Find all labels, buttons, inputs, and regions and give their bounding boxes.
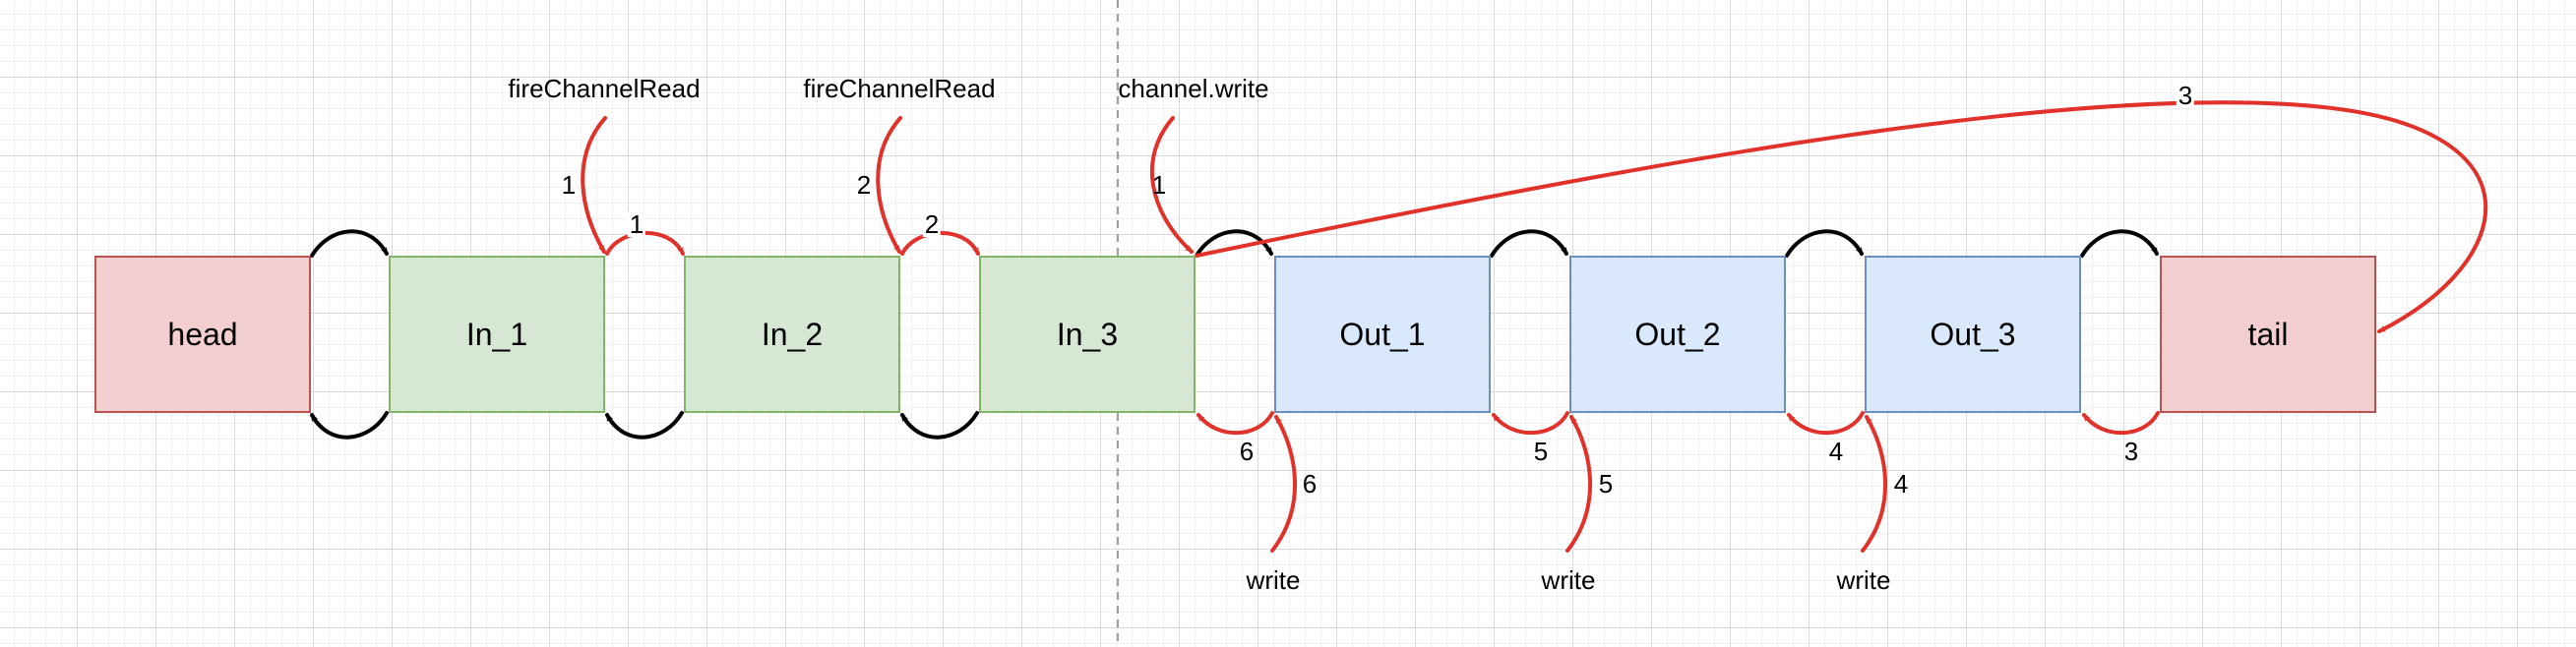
step-label: 1: [627, 209, 646, 239]
step-label: 1: [1151, 170, 1167, 200]
next-link-out2-out3: [1785, 229, 1864, 258]
tail-node: tail: [2160, 256, 2376, 413]
step-label: 3: [2176, 81, 2195, 110]
write-1-arrow: [1270, 415, 1298, 553]
next-link-out1-out2: [1490, 229, 1568, 258]
channel-write-to-tail-arrow: [1195, 100, 2488, 333]
out2-node: Out_2: [1569, 256, 1786, 413]
write-2-label: write: [1541, 565, 1596, 595]
step-label: 3: [2123, 437, 2139, 466]
prev-link-in2-in1: [605, 411, 684, 440]
step-label: 2: [922, 209, 942, 239]
next-link-head-in1: [310, 229, 389, 258]
write-3-label: write: [1836, 565, 1891, 595]
next-link-in3-out1: [1195, 229, 1273, 258]
prev-link-in1-head: [310, 411, 389, 440]
in2-node: In_2: [684, 256, 900, 413]
fire-read-1-label: fireChannelRead: [508, 74, 701, 103]
step-label: 4: [1893, 469, 1909, 499]
step-label: 5: [1533, 437, 1549, 466]
write-1-label: write: [1246, 565, 1301, 595]
write-2-arrow: [1565, 415, 1593, 553]
step-label: 1: [561, 170, 577, 200]
in1-node: In_1: [389, 256, 605, 413]
fire-read-2-arrow: [876, 116, 902, 254]
write-3-arrow: [1861, 415, 1888, 553]
fire-read-1-arrow: [581, 116, 607, 254]
step-label: 2: [856, 170, 872, 200]
out1-node: Out_1: [1274, 256, 1491, 413]
out2-back-arrow: [1492, 411, 1569, 436]
head-node: head: [94, 256, 311, 413]
out1-back-arrow: [1196, 411, 1274, 436]
next-link-out3-tail: [2080, 229, 2159, 258]
tail-back-arrow: [2082, 411, 2160, 436]
out3-back-arrow: [1787, 411, 1865, 436]
fire-read-2-label: fireChannelRead: [803, 74, 996, 103]
step-label: 6: [1302, 469, 1318, 499]
channel-write-arrow: [1149, 116, 1194, 254]
in3-node: In_3: [979, 256, 1196, 413]
out3-node: Out_3: [1865, 256, 2081, 413]
prev-link-in3-in2: [900, 411, 979, 440]
step-label: 5: [1598, 469, 1614, 499]
channel-write-label: channel.write: [1118, 74, 1269, 103]
step-label: 6: [1239, 437, 1255, 466]
step-label: 4: [1828, 437, 1844, 466]
